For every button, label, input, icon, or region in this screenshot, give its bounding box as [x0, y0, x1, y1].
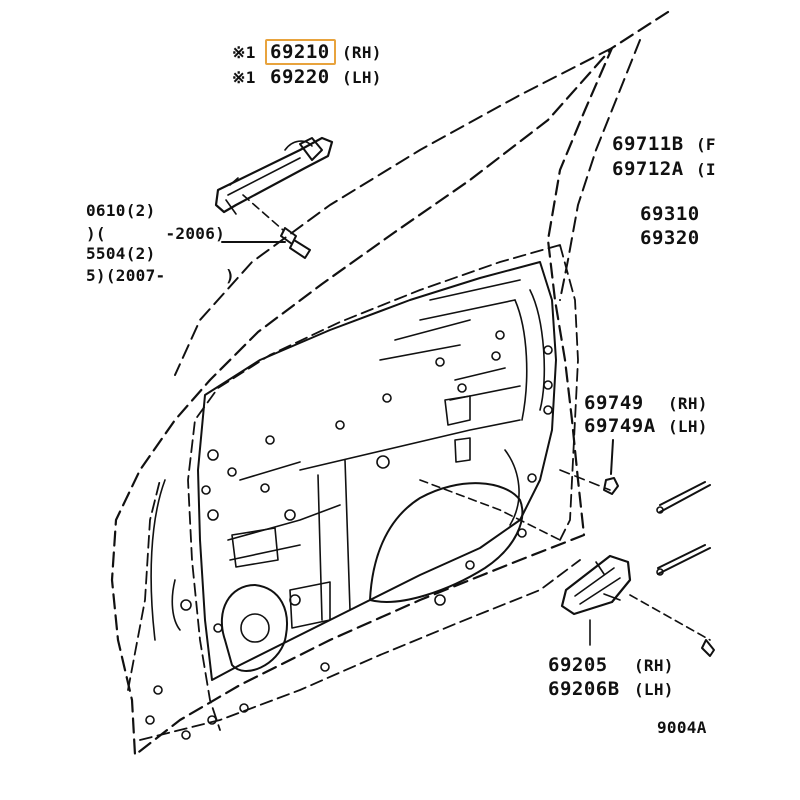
inside-handle-lh-part[interactable]: 69206B [548, 678, 620, 700]
highlight-box [265, 39, 336, 65]
outside-handle-lh-part[interactable]: 69220 [270, 66, 330, 88]
outside-handle-rh-mark: ※1 [232, 43, 256, 62]
leader-handle-screw [242, 194, 284, 231]
rod-part-rh[interactable]: 69711B [612, 133, 684, 155]
screw [280, 227, 311, 259]
inside-handle-rh-part[interactable]: 69205 [548, 654, 608, 676]
clip-part-rh[interactable]: 69749 [584, 392, 644, 414]
leader-inside-handle [419, 479, 711, 641]
inside-handle [560, 554, 632, 616]
outside-handle-rh-part[interactable]: 69210 [270, 41, 330, 63]
rod-side-rh: (F [696, 135, 716, 154]
clip-part-lh[interactable]: 69749A [584, 415, 656, 437]
window-frame-line [174, 39, 641, 376]
screw-part-a[interactable]: 0610(2) [86, 201, 156, 220]
outside-handle-lh-side: (LH) [342, 68, 382, 87]
speaker-cutout [220, 584, 288, 672]
check-part-a[interactable]: 69310 [640, 203, 700, 225]
screw-range-a: )( -2006) [86, 224, 226, 243]
inside-handle-rh-side: (RH) [634, 656, 674, 675]
clip-side-lh: (LH) [668, 417, 708, 436]
screw-part-b[interactable]: 5504(2) [86, 244, 156, 263]
inner-panel [197, 261, 557, 681]
screw-range-b: 5)(2007- ) [86, 266, 235, 285]
service-hole [369, 482, 524, 603]
outside-handle-rh-side: (RH) [342, 43, 382, 62]
inner-frame-line [187, 244, 579, 731]
figure-code: 9004A [657, 718, 707, 737]
rod-side-lh: (I [696, 160, 716, 179]
inside-handle-lh-side: (LH) [634, 680, 674, 699]
check-part-b[interactable]: 69320 [640, 227, 700, 249]
outside-handle [214, 136, 334, 214]
clip-side-rh: (RH) [668, 394, 708, 413]
rod-part-lh[interactable]: 69712A [612, 158, 684, 180]
lower-panel-line [127, 479, 581, 741]
door-outer-outline [110, 10, 670, 757]
outside-handle-lh-mark: ※1 [232, 68, 256, 87]
clip-69749 [603, 439, 619, 495]
rod-lines [657, 481, 711, 575]
